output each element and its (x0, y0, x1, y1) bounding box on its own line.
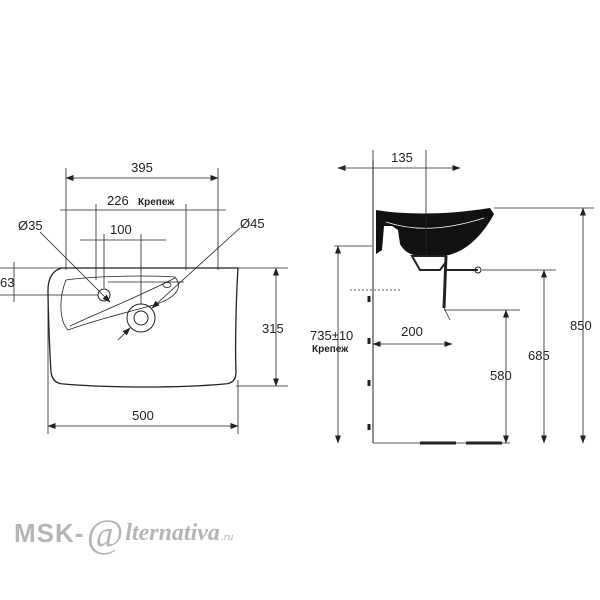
dim-label-200: 200 (401, 324, 423, 339)
drain-hole-inner (133, 310, 149, 326)
bowl-curve (69, 277, 176, 327)
watermark-domain: .ru (220, 531, 234, 543)
waste-pipe (442, 255, 448, 309)
label-krepezh-side: Крепеж (312, 344, 349, 355)
dim-label-850: 850 (570, 318, 592, 333)
watermark-script: lternativa (125, 519, 220, 546)
dim-label-d45: Ø45 (240, 216, 265, 231)
dim-label-685: 685 (528, 348, 550, 363)
overflow-slot (162, 282, 172, 288)
basin-outline (47, 267, 239, 388)
dim-label-735: 735±10 (310, 328, 353, 343)
dim-label-500: 500 (132, 408, 154, 423)
dim-label-135: 135 (391, 150, 413, 165)
leader-d45 (151, 227, 241, 309)
dim-label-d35: Ø35 (18, 218, 43, 233)
side-view: 135 735±10 Крепеж 200 580 685 850 (310, 150, 594, 445)
dim-label-63: 63 (0, 275, 14, 290)
dim-label-100: 100 (110, 222, 132, 237)
dim-label-395: 395 (131, 160, 153, 175)
tap-hole-d35 (97, 288, 111, 302)
front-view: 395 226 Крепеж 100 Ø35 Ø45 63 315 500 (0, 160, 288, 434)
dim-label-580: 580 (490, 368, 512, 383)
label-krepezh-top: Крепеж (138, 197, 175, 208)
basin-inner (60, 275, 179, 331)
dim-label-315: 315 (262, 321, 284, 336)
watermark-prefix: MSK- (14, 517, 85, 548)
basin-profile (376, 208, 494, 256)
leader-d35 (39, 231, 111, 303)
watermark: MSK- @ lternativa .ru (14, 508, 233, 558)
watermark-at: @ (86, 510, 124, 556)
siphon (410, 255, 447, 271)
dim-label-226: 226 (107, 193, 129, 208)
